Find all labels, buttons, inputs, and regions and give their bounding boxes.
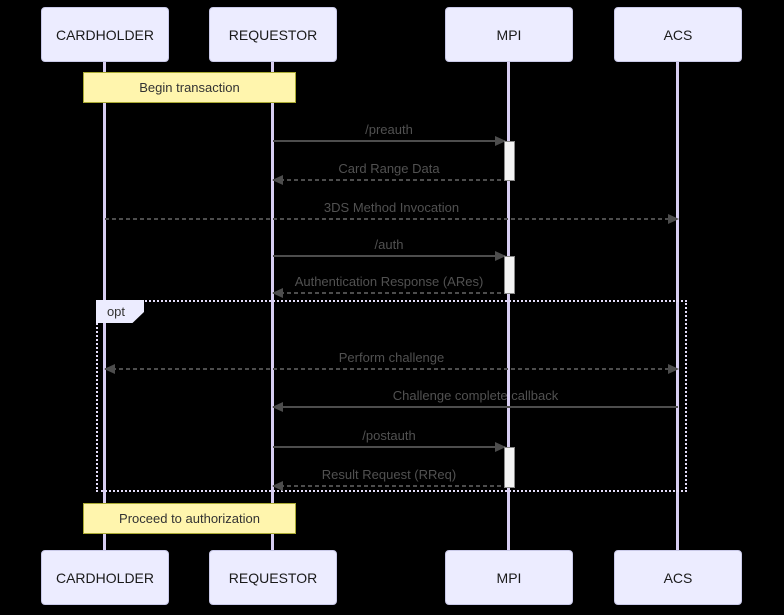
message-label: Card Range Data: [338, 161, 440, 176]
message-line: [273, 406, 678, 408]
arrow-left-icon: [272, 175, 283, 185]
note-begin-transaction: Begin transaction: [83, 72, 296, 103]
message-postauth: /postauth: [273, 428, 506, 452]
message-label: Result Request (RReq): [321, 467, 457, 482]
message-auth: /auth: [273, 237, 506, 261]
arrow-right-icon: [668, 364, 679, 374]
message-label: Perform challenge: [338, 350, 445, 365]
message-label: /preauth: [365, 122, 413, 137]
activation-bar-mpi-postauth: [504, 447, 515, 488]
message-challenge-complete-callback: Challenge complete callback: [272, 388, 678, 412]
opt-fragment-label: opt: [96, 300, 144, 323]
message-card-range-data: Card Range Data: [272, 161, 505, 185]
lifeline-mpi: [507, 62, 510, 550]
message-line: [273, 446, 505, 448]
arrow-right-icon: [495, 251, 506, 261]
message-label: 3DS Method Invocation: [323, 200, 460, 215]
message-perform-challenge: Perform challenge: [104, 350, 679, 374]
arrow-right-icon: [668, 214, 679, 224]
note-proceed-to-authorization: Proceed to authorization: [83, 503, 296, 534]
activation-bar-mpi-preauth: [504, 141, 515, 181]
message-line: [273, 140, 505, 142]
message-3ds-method-invocation: 3DS Method Invocation: [105, 200, 679, 224]
arrow-left-icon: [272, 481, 283, 491]
actor-requestor-bottom: REQUESTOR: [209, 550, 337, 605]
arrow-right-icon: [495, 136, 506, 146]
actor-acs-top: ACS: [614, 7, 742, 62]
message-line: [273, 179, 505, 181]
message-line: [273, 255, 505, 257]
message-preauth: /preauth: [273, 122, 506, 146]
message-line: [273, 292, 505, 294]
message-label: /auth: [374, 237, 404, 252]
message-line: [105, 218, 678, 220]
message-authentication-response-ares: Authentication Response (ARes): [272, 274, 505, 298]
actor-requestor-top: REQUESTOR: [209, 7, 337, 62]
actor-cardholder-top: CARDHOLDER: [41, 7, 169, 62]
arrow-left-icon: [272, 402, 283, 412]
message-line: [273, 485, 505, 487]
activation-bar-mpi-auth: [504, 256, 515, 294]
actor-cardholder-bottom: CARDHOLDER: [41, 550, 169, 605]
message-label: /postauth: [362, 428, 416, 443]
arrow-left-icon: [104, 364, 115, 374]
opt-fragment: [96, 300, 687, 492]
arrow-left-icon: [272, 288, 283, 298]
arrow-right-icon: [495, 442, 506, 452]
lifeline-requestor: [271, 62, 274, 550]
message-label: Challenge complete callback: [392, 388, 559, 403]
lifeline-acs: [676, 62, 679, 550]
actor-acs-bottom: ACS: [614, 550, 742, 605]
actor-mpi-bottom: MPI: [445, 550, 573, 605]
message-label: Authentication Response (ARes): [294, 274, 484, 289]
message-result-request-rreq: Result Request (RReq): [272, 467, 505, 491]
actor-mpi-top: MPI: [445, 7, 573, 62]
message-line: [105, 368, 678, 370]
